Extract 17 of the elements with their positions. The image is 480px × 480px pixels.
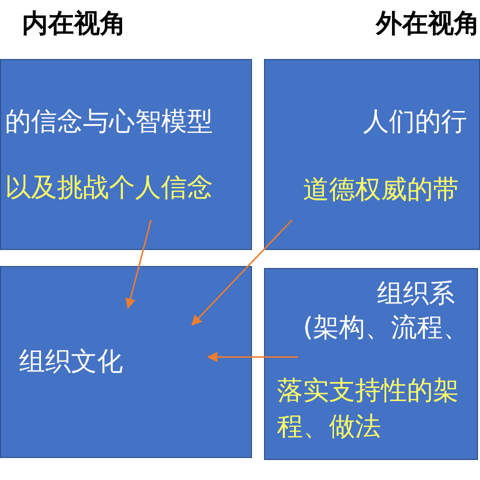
body-text: 组织文化 [19, 346, 123, 379]
content-box [0, 266, 252, 458]
content-box [0, 59, 252, 250]
column-heading: 内在视角 [22, 8, 126, 41]
content-box [264, 59, 480, 250]
heading-text: 组织系 [377, 278, 455, 311]
body-text: (架构、流程、 [303, 312, 470, 345]
arrow [125, 220, 152, 310]
highlight-text: 道德权威的带 [303, 174, 459, 207]
content-box [264, 268, 478, 460]
column-heading: 外在视角 [376, 8, 480, 41]
body-text: 的信念与心智模型 [5, 106, 213, 139]
arrow [206, 352, 298, 362]
arrow [191, 219, 293, 326]
highlight-text: 以及挑战个人信念 [5, 172, 213, 205]
highlight-text: 落实支持性的架程、做法 [277, 375, 460, 444]
body-text: 人们的行 [363, 106, 467, 139]
